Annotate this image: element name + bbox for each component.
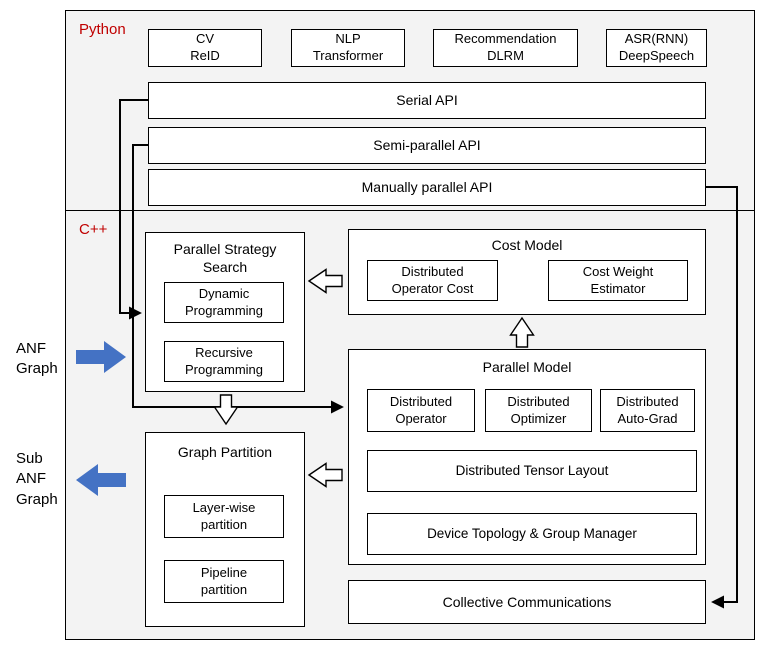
parallel-model-box: Parallel Model Distributed Operator Dist… — [348, 349, 706, 565]
device-topology-group-manager-box: Device Topology & Group Manager — [367, 513, 697, 555]
graph-partition-title: Graph Partition — [177, 444, 273, 460]
parallel-strategy-search-title: Parallel Strategy Search — [173, 241, 277, 276]
manually-parallel-api-bar: Manually parallel API — [148, 169, 706, 206]
distributed-tensor-layout-box: Distributed Tensor Layout — [367, 450, 697, 492]
dynamic-programming-box: Dynamic Programming — [164, 282, 284, 323]
semi-parallel-api-bar: Semi-parallel API — [148, 127, 706, 164]
parallel-model-title: Parallel Model — [482, 359, 572, 375]
cost-model-box: Cost Model Distributed Operator Cost Cos… — [348, 229, 706, 315]
distributed-operator-box: Distributed Operator — [367, 389, 475, 432]
cpp-section-label: C++ — [79, 221, 108, 238]
app-box-recommendation-dlrm: Recommendation DLRM — [433, 29, 578, 67]
sub-anf-graph-label: Sub ANF Graph — [16, 450, 58, 508]
distributed-optimizer-box: Distributed Optimizer — [485, 389, 592, 432]
distributed-operator-cost-box: Distributed Operator Cost — [367, 260, 498, 301]
cost-model-title: Cost Model — [491, 237, 563, 253]
app-box-asr-deepspeech: ASR(RNN) DeepSpeech — [606, 29, 707, 67]
parallel-strategy-search-box: Parallel Strategy Search Dynamic Program… — [145, 232, 305, 392]
app-box-nlp-transformer: NLP Transformer — [291, 29, 405, 67]
collective-communications-bar: Collective Communications — [348, 580, 706, 624]
distributed-auto-grad-box: Distributed Auto-Grad — [600, 389, 695, 432]
pipeline-partition-box: Pipeline partition — [164, 560, 284, 603]
cost-weight-estimator-box: Cost Weight Estimator — [548, 260, 688, 301]
python-section-label: Python — [79, 21, 126, 38]
graph-partition-box: Graph Partition Layer-wise partition Pip… — [145, 432, 305, 627]
serial-api-bar: Serial API — [148, 82, 706, 119]
anf-graph-label: ANF Graph — [16, 340, 58, 378]
recursive-programming-box: Recursive Programming — [164, 341, 284, 382]
app-box-cv-reid: CV ReID — [148, 29, 262, 67]
layer-wise-partition-box: Layer-wise partition — [164, 495, 284, 538]
